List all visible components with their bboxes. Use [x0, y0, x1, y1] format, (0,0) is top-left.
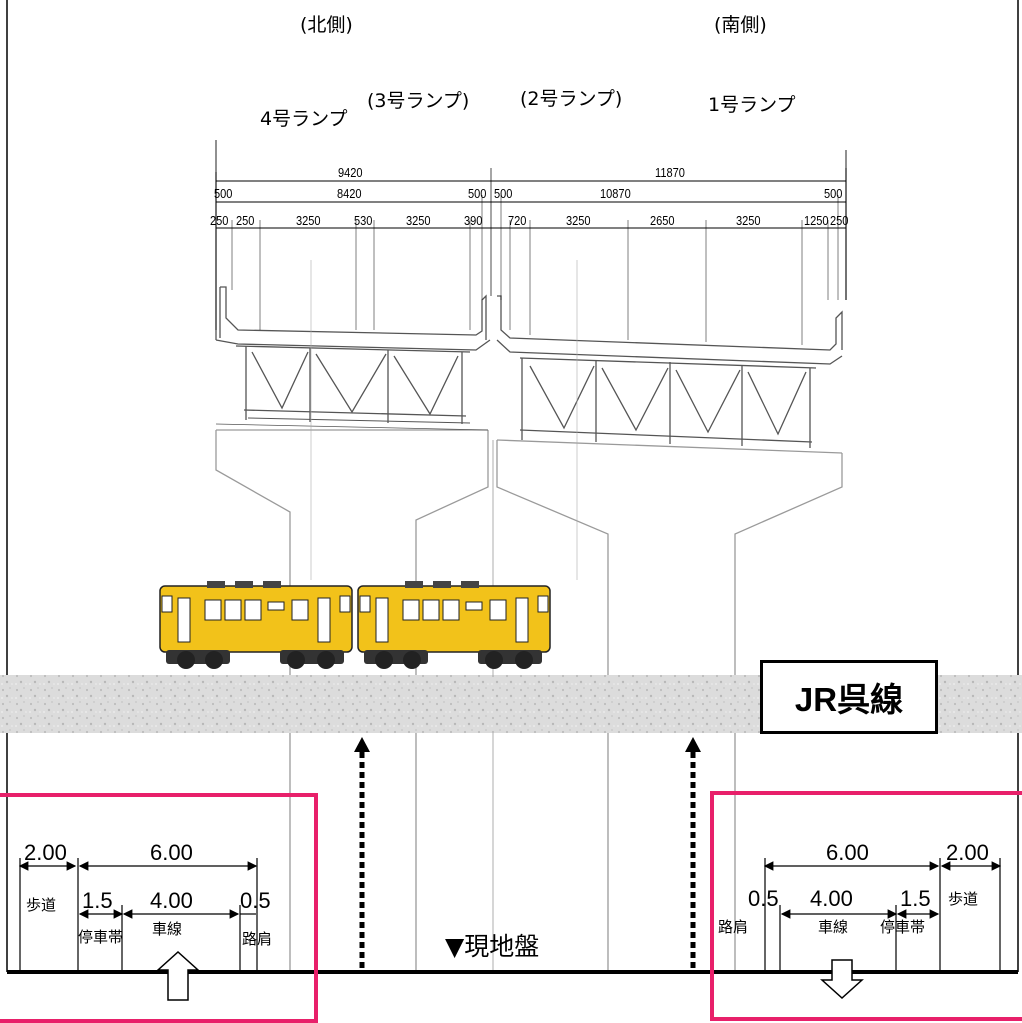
left-lane-width: 4.00	[150, 888, 193, 913]
dim-500-c: 500	[494, 186, 513, 201]
right-shoulder-label: 路肩	[718, 918, 749, 936]
right-shoulder-width: 0.5	[748, 886, 779, 911]
ramp2-label: (2号ランプ)	[520, 88, 623, 110]
dim-9420: 9420	[338, 165, 363, 180]
clearance-arrows	[359, 752, 696, 968]
dim-3250-b: 3250	[406, 213, 431, 228]
dim-500-d: 500	[824, 186, 843, 201]
road-left-dims	[18, 858, 258, 970]
left-sidewalk-width: 2.00	[24, 840, 67, 865]
down-arrow-icon	[820, 959, 864, 1000]
dim-500-b: 500	[468, 186, 487, 201]
train	[159, 581, 551, 669]
right-stop-lane-width: 1.5	[900, 886, 931, 911]
left-sidewalk-label: 歩道	[26, 896, 57, 914]
train-car-left	[159, 581, 353, 669]
right-lane-label: 車線	[818, 918, 849, 936]
girder-north	[215, 140, 491, 431]
right-stop-lane-label: 停車帯	[880, 918, 926, 936]
girder-south	[496, 150, 847, 448]
left-road-width: 6.00	[150, 840, 193, 865]
dim-3250-a: 3250	[296, 213, 321, 228]
dim-10870: 10870	[600, 186, 631, 201]
left-shoulder-width: 0.5	[240, 888, 271, 913]
dim-2650: 2650	[650, 213, 675, 228]
arrowhead-right	[685, 737, 701, 752]
right-lane-width: 4.00	[810, 886, 853, 911]
dim-250-b: 250	[236, 213, 255, 228]
south-side-label: (南側)	[714, 14, 767, 36]
right-road-width: 6.00	[826, 840, 869, 865]
right-sidewalk-label: 歩道	[948, 890, 979, 908]
dim-530: 530	[354, 213, 373, 228]
ramp4-label: 4号ランプ	[260, 108, 348, 130]
dim-3250-c: 3250	[566, 213, 591, 228]
dim-720: 720	[508, 213, 527, 228]
dim-250-a: 250	[210, 213, 229, 228]
road-right-dims	[763, 858, 1002, 970]
ground-level-label: ▼現地盤	[445, 932, 540, 961]
train-car-right	[357, 581, 551, 669]
dim-3250-d: 3250	[736, 213, 761, 228]
left-stop-lane-width: 1.5	[82, 888, 113, 913]
dim-8420: 8420	[337, 186, 362, 201]
left-stop-lane-label: 停車帯	[78, 928, 124, 946]
dim-250-c: 250	[830, 213, 849, 228]
dimension-lines	[215, 168, 847, 580]
up-arrow-icon	[156, 950, 200, 1001]
ramp1-label: 1号ランプ	[708, 94, 796, 116]
right-sidewalk-width: 2.00	[946, 840, 989, 865]
left-shoulder-label: 路肩	[242, 930, 273, 948]
dim-11870: 11870	[655, 165, 685, 180]
dim-390: 390	[464, 213, 483, 228]
ramp3-label: (3号ランプ)	[367, 90, 470, 112]
north-side-label: (北側)	[300, 14, 353, 36]
jr-line-label: JR呉線	[760, 660, 938, 734]
dim-1250: 1250	[804, 213, 829, 228]
dim-500-a: 500	[214, 186, 233, 201]
arrowhead-left	[354, 737, 370, 752]
pier-north	[215, 429, 489, 972]
left-lane-label: 車線	[152, 920, 183, 938]
